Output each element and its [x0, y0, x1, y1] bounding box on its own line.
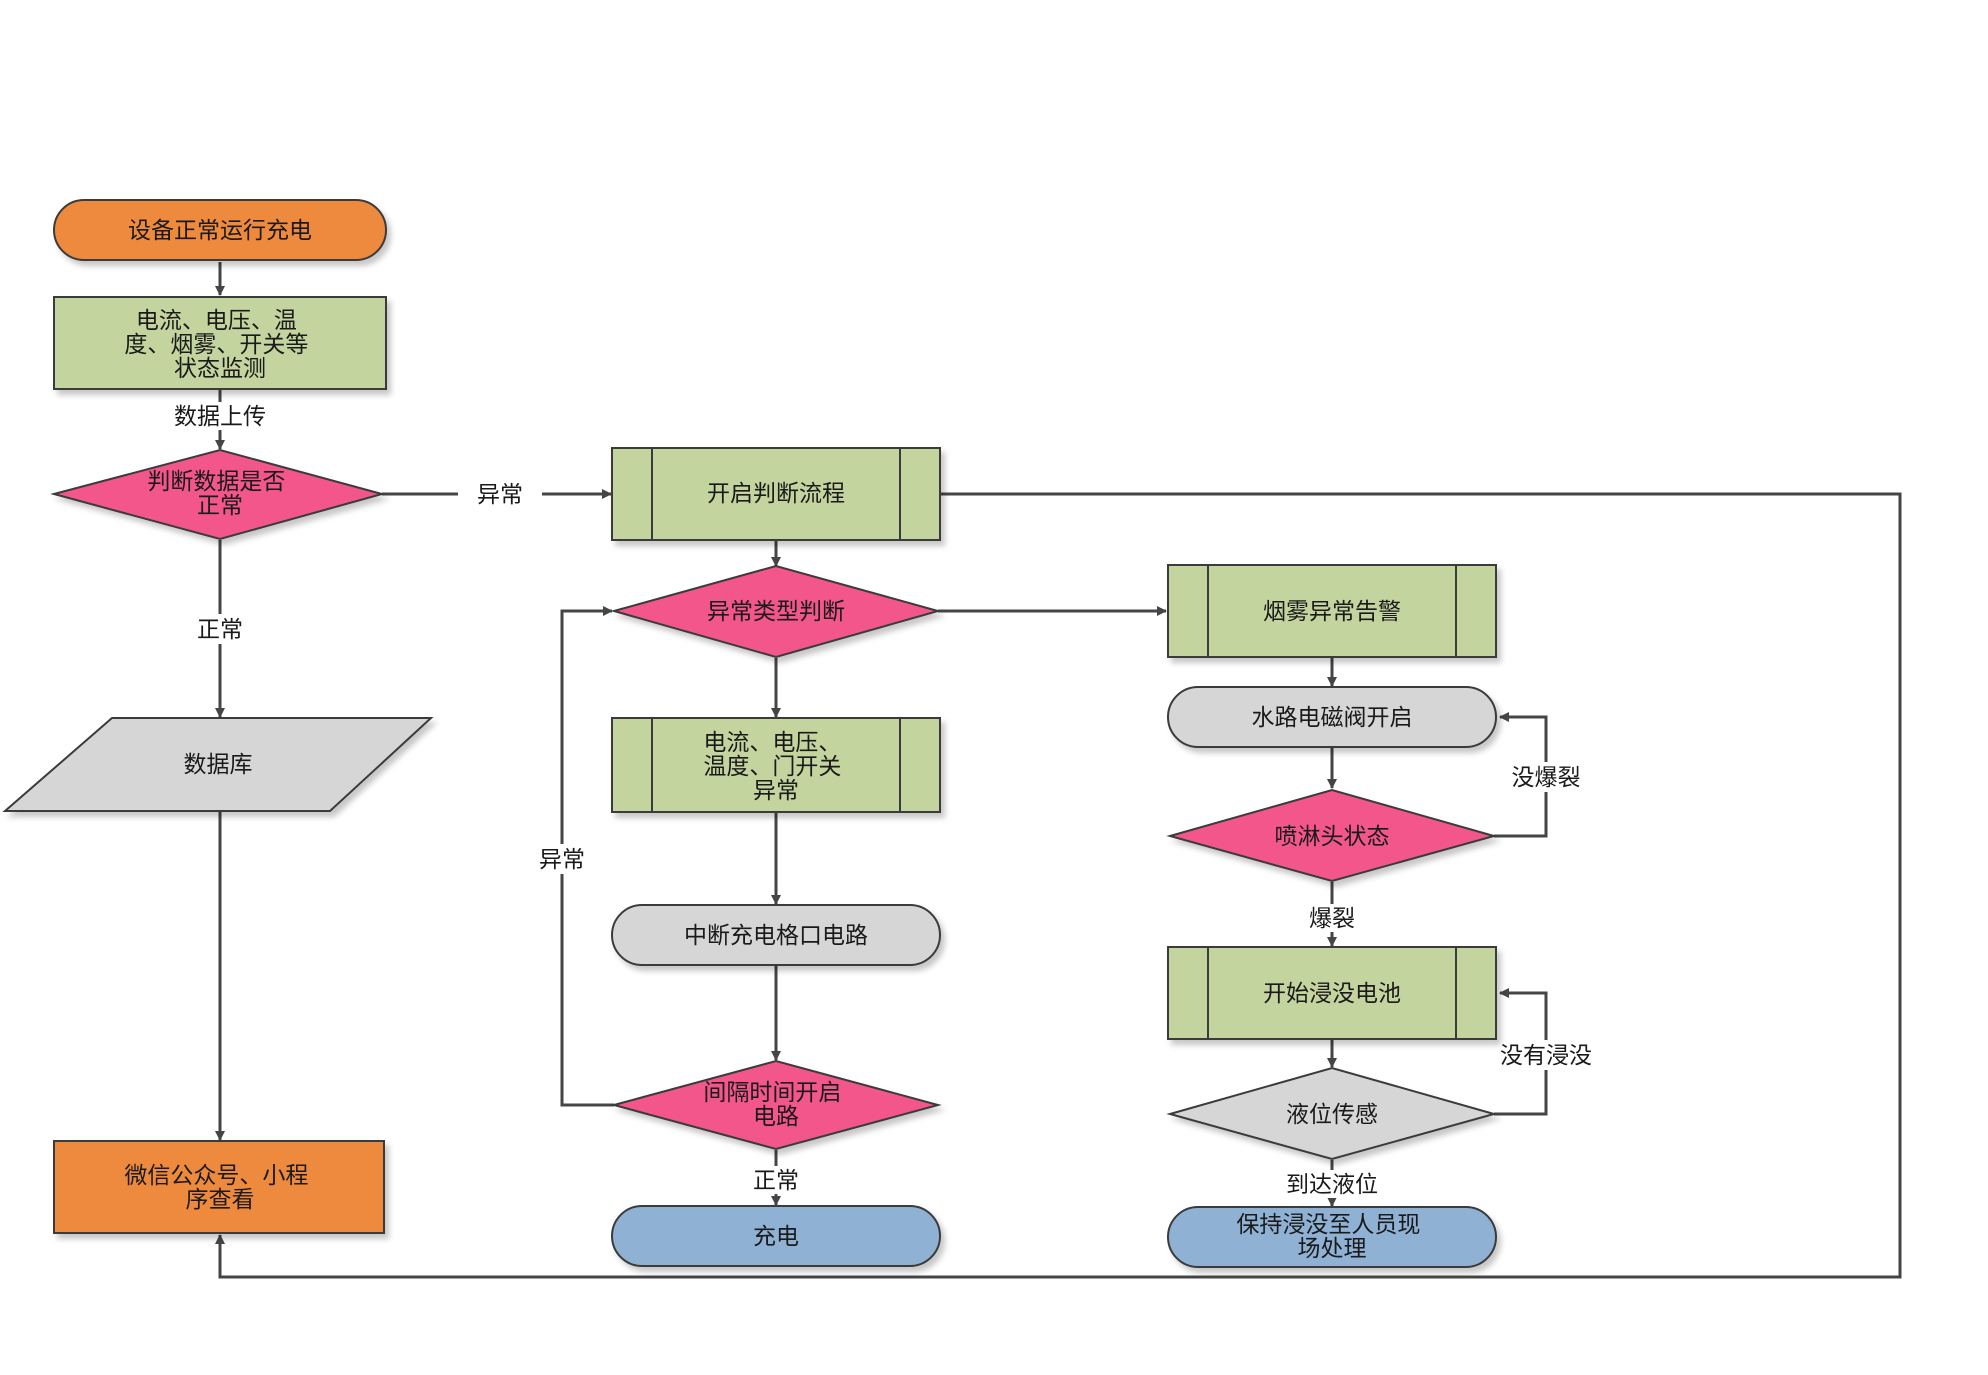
node-elec-abnormal	[611, 717, 941, 813]
node-interrupt	[611, 904, 941, 966]
node-elec-abnormal-label: 电流、电压、 温度、门开关 异常	[703, 730, 848, 804]
node-submerge	[1167, 946, 1497, 1040]
node-level-sensor	[1166, 1066, 1498, 1161]
node-wechat	[53, 1140, 385, 1234]
node-monitor	[53, 296, 387, 390]
node-judge-data-label: 判断数据是否 正常	[147, 469, 292, 519]
node-submerge-label: 开始浸没电池	[1263, 981, 1401, 1007]
node-water-valve	[1167, 686, 1497, 748]
node-type-judge	[610, 564, 942, 659]
label-abnormal-right: 异常	[477, 482, 523, 508]
node-interval	[610, 1059, 942, 1151]
node-water-valve-label: 水路电磁阀开启	[1252, 705, 1413, 731]
node-keep	[1167, 1206, 1497, 1268]
node-keep-label: 保持浸没至人员现 场处理	[1236, 1212, 1427, 1262]
node-database	[2, 717, 434, 812]
label-burst: 爆裂	[1309, 906, 1355, 932]
node-type-judge-label: 异常类型判断	[707, 599, 845, 625]
label-not-burst: 没爆裂	[1512, 765, 1581, 791]
node-sprinkler-label: 喷淋头状态	[1275, 824, 1390, 850]
node-level-sensor-label: 液位传感	[1286, 1102, 1378, 1128]
label-level-reached: 到达液位	[1286, 1172, 1378, 1198]
node-open-judge-label: 开启判断流程	[707, 481, 845, 507]
node-monitor-label: 电流、电压、温 度、烟雾、开关等 状态监测	[124, 308, 315, 382]
node-interrupt-label: 中断充电格口电路	[684, 923, 868, 949]
label-normal-down: 正常	[197, 617, 243, 643]
node-start-label: 设备正常运行充电	[128, 218, 312, 244]
node-database-label: 数据库	[184, 752, 253, 778]
node-smoke-alarm-label: 烟雾异常告警	[1263, 599, 1401, 625]
label-upload: 数据上传	[174, 404, 266, 430]
label-not-submerged: 没有浸没	[1500, 1043, 1592, 1069]
node-wechat-label: 微信公众号、小程 序查看	[124, 1163, 315, 1213]
label-abnormal-loop: 异常	[539, 847, 585, 873]
node-charge	[611, 1205, 941, 1267]
node-judge-data	[50, 448, 386, 541]
node-start	[53, 199, 387, 261]
label-normal-charge: 正常	[753, 1168, 799, 1194]
node-charge-label: 充电	[753, 1224, 799, 1250]
edge-open-wechat-loop	[215, 492, 1902, 1279]
node-smoke-alarm	[1167, 564, 1497, 658]
node-sprinkler	[1166, 788, 1498, 883]
node-open-judge	[611, 447, 941, 541]
node-interval-label: 间隔时间开启 电路	[703, 1080, 848, 1130]
